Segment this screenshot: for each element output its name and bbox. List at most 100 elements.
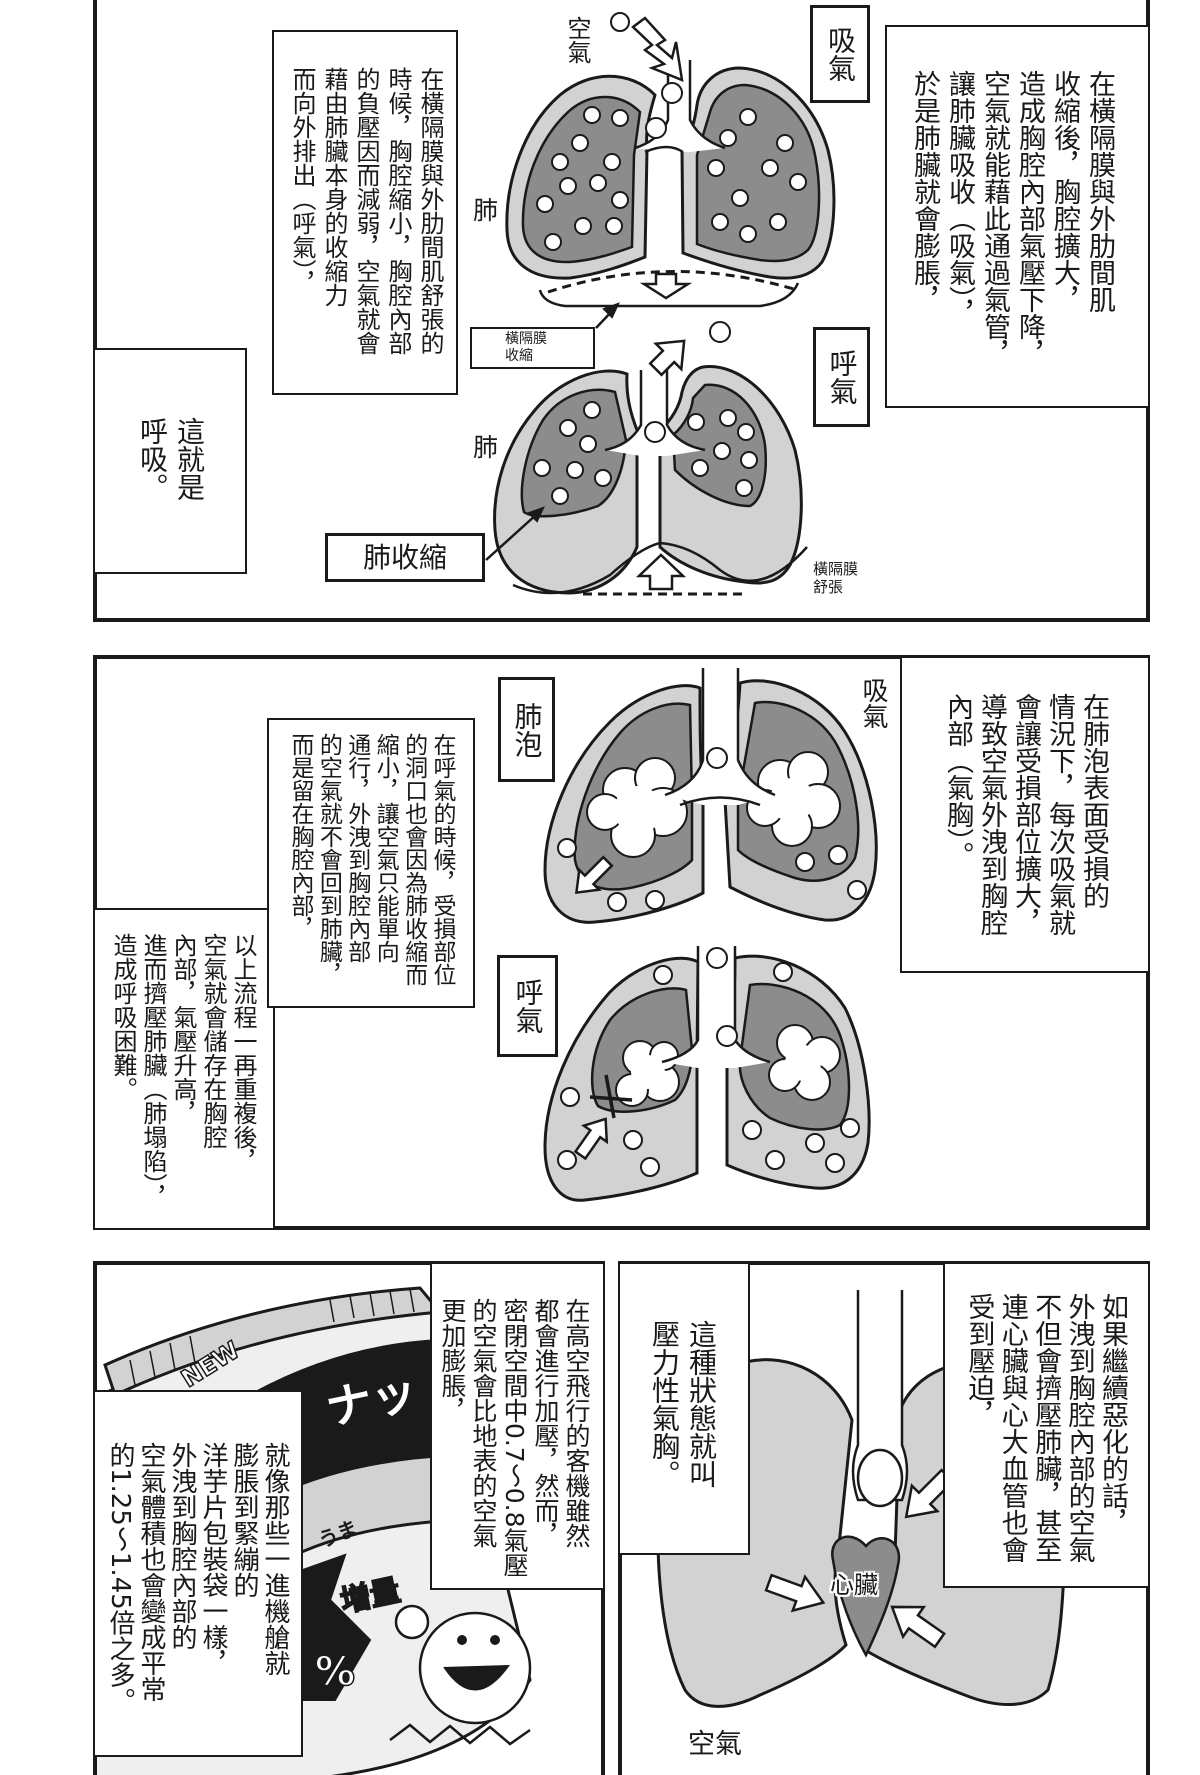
- air-bubble: [644, 421, 666, 443]
- caption-line: 收縮後，胸腔擴大，: [1049, 70, 1080, 313]
- caption-oneway-text: 在呼氣的時候，受損部位 的洞口也會因為肺收縮而 縮小，讓空氣只能單向 通行，外洩…: [286, 733, 456, 986]
- trachea-wall-left: [661, 946, 700, 1064]
- caption-damage-text: 在肺泡表面受損的 情況下，每次吸氣就 會讓受損部位擴大， 導致空氣外洩到胸腔 內…: [940, 693, 1110, 936]
- caption-line: 外洩到胸腔內部的: [167, 1442, 197, 1650]
- diaphragm-relaxed: [512, 541, 808, 595]
- caption-collapse-box: [93, 908, 275, 1230]
- lung-label-upper: 肺: [473, 196, 499, 225]
- leader-arrowhead: [602, 302, 620, 319]
- caption-line: 情況下，每次吸氣就: [1044, 693, 1075, 936]
- caption-line: 空氣體積也會變成平常: [136, 1442, 166, 1702]
- caption-exhale-box: [272, 30, 458, 395]
- caption-line: 造成胸腔內部氣壓下降，: [1014, 70, 1045, 367]
- blocked-return-arrow-icon: [573, 1117, 609, 1161]
- bag-bottom-seal: [389, 1723, 531, 1746]
- airway: [605, 371, 705, 456]
- exhale-label-box: 呼氣: [813, 327, 870, 427]
- caption-line: 膨脹到緊繃的: [229, 1442, 259, 1598]
- caption-line: 以上流程一再重複後，: [229, 933, 257, 1173]
- caption-line: 的空氣會比地表的空氣: [469, 1298, 498, 1548]
- caption-line: 受到壓迫，: [963, 1293, 995, 1428]
- trapped-air-bubbles: [557, 962, 860, 1177]
- air-bubble: [706, 747, 728, 769]
- alveoli-cluster: [768, 1024, 841, 1101]
- airway: [665, 668, 775, 805]
- air-bubble: [706, 947, 728, 969]
- airway: [662, 948, 770, 1068]
- leaked-air-bubbles: [557, 838, 867, 912]
- leader-arrowhead: [527, 506, 545, 523]
- caption-line: 呼吸。: [136, 417, 169, 501]
- air-label: 空氣: [688, 1729, 742, 1760]
- caption-line: 進而擠壓肺臟（肺塌陷），: [139, 933, 167, 1209]
- pneumothorax-diagram: [543, 668, 878, 1202]
- caption-line: 不但會擠壓肺臟，甚至: [1030, 1293, 1062, 1563]
- caption-line: 在肺泡表面受損的: [1078, 693, 1109, 909]
- caption-line: 時候，胸腔縮小，胸腔內部: [384, 67, 412, 355]
- compression-arrow-icon: [764, 1573, 826, 1613]
- diaphragm-contracted: [538, 282, 800, 308]
- caption-line: 的負壓因而減弱，空氣就會: [352, 67, 380, 355]
- caption-line: 在橫隔膜與外肋間肌: [1084, 70, 1115, 313]
- zigzag-arrow-icon: [631, 16, 684, 82]
- caption-inhale-box: [885, 25, 1150, 408]
- down-arrow-icon: [639, 272, 693, 300]
- caption-line: 內部（氣胸）。: [942, 693, 973, 869]
- caption-line: 連心臟與心大血管也會: [996, 1293, 1028, 1563]
- caption-line: 壓力性氣胸。: [648, 1320, 681, 1488]
- caption-line: 會讓受損部位擴大，: [1010, 693, 1041, 936]
- caption-pressure-text: 在高空飛行的客機雖然 都會進行加壓，然而， 密閉空間中0.7～0.8氣壓 的空氣…: [437, 1298, 592, 1578]
- lung-contract-label-box: 肺收縮: [325, 533, 485, 582]
- diaphragm-contract-label-box: 橫隔膜 收縮: [470, 327, 595, 369]
- inhale-label: 吸氣: [858, 677, 888, 729]
- caption-name-text: 這種狀態就叫 壓力性氣胸。: [646, 1320, 720, 1488]
- caption-line: 縮小，讓空氣只能單向: [372, 733, 399, 963]
- caption-line: 造成呼吸困難。: [109, 933, 137, 1101]
- diaphragm-contract-label-line: 收縮: [505, 348, 533, 364]
- mascot-mouth: [443, 1664, 510, 1691]
- up-arrow-icon: [635, 553, 687, 591]
- caption-line: 藉由肺臟本身的收縮力: [320, 67, 348, 307]
- caption-worsen-text: 如果繼續惡化的話， 外洩到胸腔內部的空氣 不但會擠壓肺臟，甚至 連心臟與心大血管…: [962, 1293, 1129, 1563]
- leak-arrow-icon: [575, 855, 614, 894]
- right-lung-inner: [695, 83, 821, 263]
- caption-line: 這就是: [173, 417, 206, 501]
- caption-line: 外洩到胸腔內部的空氣: [1063, 1293, 1095, 1563]
- trachea-wall-right: [665, 370, 706, 452]
- caption-line: 而是留在胸腔內部，: [286, 733, 313, 940]
- caption-line: 空氣就能藉此通過氣管，: [979, 70, 1010, 367]
- caption-line: 密閉空間中0.7～0.8氣壓: [500, 1298, 529, 1578]
- caption-line: 就像那些一進機艙就: [260, 1442, 290, 1676]
- alveoli-circles: [533, 401, 758, 505]
- exhale-collapsed-lungs: [543, 946, 871, 1202]
- air-bubble: [661, 82, 683, 104]
- diaphragm-contract-label-line: 橫隔膜: [505, 331, 547, 347]
- exhale-label: 呼氣: [825, 349, 859, 405]
- inhale-lungs: [505, 12, 836, 308]
- heart-shape: [831, 1535, 901, 1658]
- compression-arrow-icon: [904, 1468, 955, 1519]
- caption-inhale-text: 在橫隔膜與外肋間肌 收縮後，胸腔擴大， 造成胸腔內部氣壓下降， 空氣就能藉此通過…: [907, 70, 1117, 367]
- compression-arrow-icon: [890, 1605, 946, 1649]
- caption-line: 的1.25～1.45倍之多。: [105, 1442, 135, 1714]
- inhale-label: 吸氣: [824, 26, 857, 82]
- caption-worsen-box: [943, 1262, 1150, 1588]
- caption-line: 在高空飛行的客機雖然: [562, 1298, 591, 1548]
- trachea-wall-right: [688, 60, 726, 150]
- air-bubble: [610, 12, 630, 32]
- caption-line: 在橫隔膜與外肋間肌舒張的: [416, 67, 444, 355]
- inhale-damaged-lungs: [543, 668, 878, 924]
- caption-line: 的空氣就不會回到肺臟，: [315, 733, 342, 986]
- bag-text-percent: %: [315, 1649, 355, 1695]
- airway: [635, 62, 725, 152]
- alveoli-circles: [536, 106, 807, 251]
- bronchus-line: [644, 145, 684, 154]
- caption-line: 而向外排出（呼氣），: [288, 67, 316, 295]
- mascot-eye: [490, 1635, 500, 1645]
- mascot-eye: [457, 1635, 467, 1645]
- lung-label-lower: 肺: [473, 433, 499, 462]
- air-bubble: [716, 1025, 738, 1047]
- diaphragm-relax-label: 橫隔膜 舒張: [813, 560, 858, 596]
- caption-collapse-text: 以上流程一再重複後， 空氣就會儲存在胸腔 內部，氣壓升高， 進而擠壓肺臟（肺塌陷…: [108, 933, 258, 1209]
